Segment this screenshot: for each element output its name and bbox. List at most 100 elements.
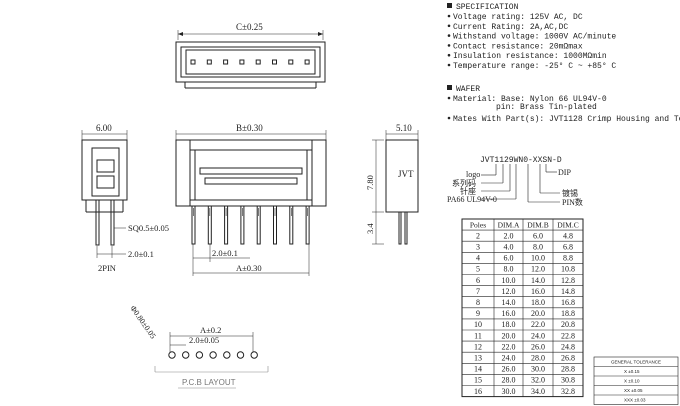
table-cell: 8.0 — [533, 243, 543, 252]
wafer-block: WAFER Material: Base: Nylon 66 UL94V-0 p… — [447, 85, 607, 112]
mates-text: Mates With Part(s): JVT1128 Crimp Housin… — [453, 115, 680, 124]
part-code: JVT1129WN0-XXSN-D — [480, 156, 562, 165]
bullet-icon — [447, 96, 451, 100]
dim-sq: SQ0.5±0.05 — [128, 223, 169, 233]
table-cell: 20.0 — [531, 309, 545, 318]
table-header: DIM.B — [527, 220, 548, 229]
dim-6-00: 6.00 — [96, 123, 112, 133]
spec-heading: SPECIFICATION — [456, 3, 519, 12]
table-cell: 10.0 — [502, 276, 516, 285]
front-pin — [273, 205, 277, 245]
table-cell: 20.0 — [502, 331, 516, 340]
pcb-hole — [182, 351, 190, 359]
table-cell: 6.8 — [563, 243, 573, 252]
table-cell: 32.0 — [531, 376, 545, 385]
table-cell: 30.0 — [531, 365, 545, 374]
table-cell: 14.0 — [531, 276, 545, 285]
table-cell: 28.0 — [531, 354, 545, 363]
table-cell: 16.0 — [531, 287, 545, 296]
tolerance-row: X ±0.10 — [624, 379, 640, 384]
label-pin-cn: 针座 — [460, 186, 476, 196]
top-pin — [255, 59, 261, 65]
table-cell: 28.0 — [502, 376, 516, 385]
bullet-icon — [447, 44, 451, 47]
front-pin — [289, 205, 294, 245]
bullet-icon — [447, 14, 451, 18]
bullet-icon — [447, 34, 451, 37]
brand-label: JVT — [398, 169, 414, 179]
label-series: 系列码 — [452, 178, 476, 188]
table-cell: 18.0 — [502, 320, 516, 329]
table-cell: 8.0 — [504, 265, 514, 274]
bullet-icon — [447, 63, 451, 67]
table-cell: 28.8 — [561, 365, 575, 374]
dim-pitch: 2.0±0.1 — [128, 249, 154, 259]
pcb-layout: Φ0.80±0.05 A±0.2 2.0±0.05 P.C.B LAYOUT — [128, 304, 269, 389]
table-header: Poles — [470, 220, 486, 229]
bullet-icon — [447, 116, 451, 120]
pcb-hole-dim: Φ0.80±0.05 — [128, 304, 157, 340]
table-cell: 24.8 — [561, 342, 575, 351]
table-cell: 13 — [474, 354, 482, 363]
top-pin — [190, 59, 196, 65]
tolerance-row: X ±0.15 — [624, 369, 640, 374]
spec-line: Current Rating: 2A,AC,DC — [453, 23, 568, 32]
table-cell: 26.8 — [561, 354, 575, 363]
table-cell: 7 — [476, 287, 480, 296]
top-pin — [272, 59, 277, 65]
spec-bullet-icon — [447, 3, 452, 8]
pcb-layout-label: P.C.B LAYOUT — [182, 378, 236, 387]
table-cell: 12 — [474, 342, 482, 351]
table-cell: 12.0 — [502, 287, 516, 296]
top-view: C±0.25 — [175, 22, 326, 89]
top-pin — [288, 59, 294, 65]
label-dip: DIP — [558, 168, 571, 177]
part-number-callout: JVT1129WN0-XXSN-D logo 系列码 针座 PA66 UL94V… — [447, 156, 583, 207]
dim-7-80: 7.80 — [365, 175, 375, 190]
dim-c-top: C±0.25 — [236, 22, 263, 32]
table-header: DIM.A — [498, 220, 520, 229]
table-cell: 14.8 — [561, 287, 575, 296]
pcb-hole — [209, 351, 217, 359]
table-cell: 30.8 — [561, 376, 575, 385]
bullet-icon — [447, 53, 451, 57]
specification-block: SPECIFICATION Voltage rating: 125V AC, D… — [447, 3, 616, 71]
table-cell: 22.8 — [561, 331, 575, 340]
bullet-icon — [447, 24, 451, 28]
wafer-bullet-icon — [447, 85, 452, 90]
wafer-material-1: Material: Base: Nylon 66 UL94V-0 — [453, 95, 607, 104]
table-cell: 3 — [476, 243, 480, 252]
side-view: 6.00 SQ0.5±0.05 2.0±0.1 2PIN — [81, 123, 169, 273]
spec-line: Withstand voltage: 1000V AC/minute — [453, 33, 616, 42]
table-cell: 6.0 — [504, 254, 514, 263]
top-pin — [223, 59, 229, 65]
front-pin — [191, 205, 196, 245]
pcb-hole — [168, 351, 176, 359]
label-material: PA66 UL94V-0 — [447, 195, 497, 204]
table-cell: 18.8 — [561, 309, 575, 318]
table-cell: 10 — [474, 320, 482, 329]
table-cell: 16 — [474, 387, 482, 396]
dim-pitch-front: 2.0±0.1 — [212, 248, 238, 258]
label-pin-count: PIN数 — [562, 197, 583, 207]
table-cell: 11 — [474, 331, 482, 340]
wafer-material-2: pin: Brass Tin-plated — [496, 103, 597, 112]
dim-5-10: 5.10 — [396, 123, 412, 133]
table-header: DIM.C — [557, 220, 578, 229]
table-cell: 10.0 — [531, 254, 545, 263]
front-pin — [256, 205, 261, 245]
table-cell: 10.8 — [561, 265, 575, 274]
table-cell: 12.8 — [561, 276, 575, 285]
pcb-hole — [236, 351, 245, 359]
pcb-hole-row — [168, 351, 258, 359]
top-pin-row — [190, 59, 310, 65]
pcb-a-dim: A±0.2 — [200, 325, 221, 335]
table-cell: 16.8 — [561, 298, 575, 307]
table-cell: 14.0 — [502, 298, 516, 307]
top-pin — [206, 59, 212, 65]
table-cell: 30.0 — [502, 387, 516, 396]
table-cell: 4 — [476, 254, 480, 263]
